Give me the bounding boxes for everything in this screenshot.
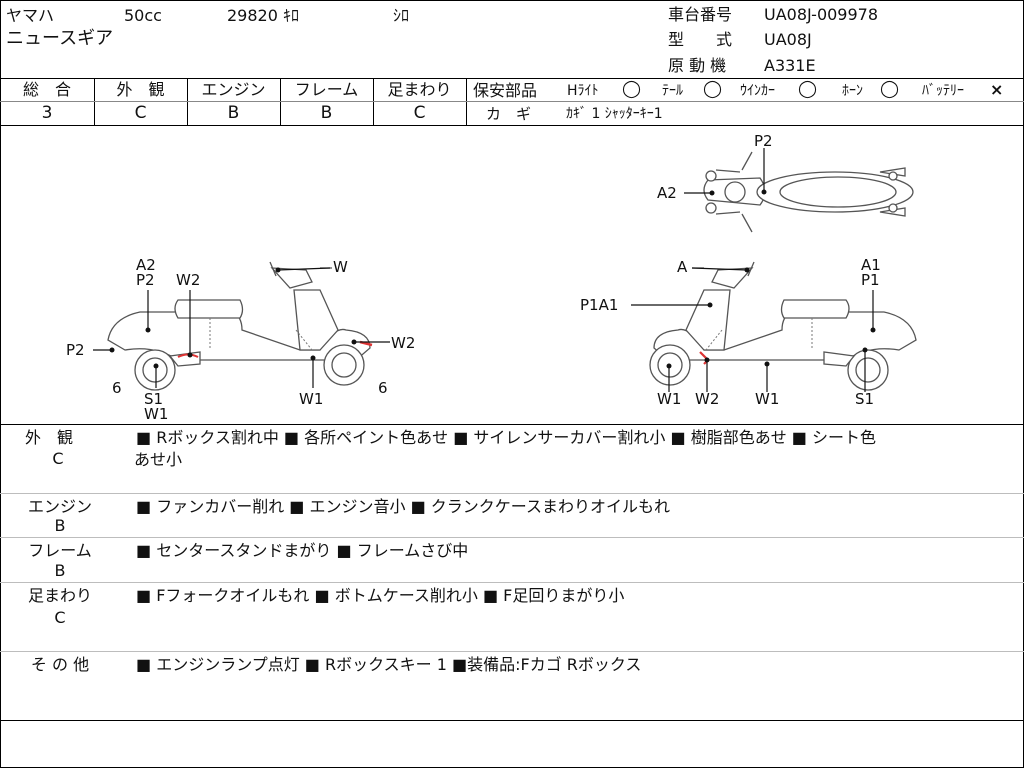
note-engine-grade: B [54,516,66,535]
label-right-w1a: W1 [657,390,681,408]
safety-winker-label: ｳｲﾝｶｰ [740,83,775,99]
safety-label: 保安部品 [473,81,538,100]
grade-total-label: 総 合 [22,80,71,99]
scooter-left-view [107,261,371,391]
engine-value: A331E [764,56,816,75]
divider [0,720,1024,721]
note-engine-category: エンジン [27,497,92,516]
note-exterior-grade: C [52,449,64,468]
displacement: 50cc [124,6,162,25]
label-left-w1b: W1 [299,390,323,408]
mileage: 29820 ｷﾛ [227,6,299,25]
grade-total-value: 3 [41,103,53,123]
label-left-w1a: W1 [144,405,168,423]
note-frame-category: フレーム [28,541,92,560]
note-engine-text: ■ ファンカバー削れ ■ エンジン音小 ■ クランクケースまわりオイルもれ [136,497,670,516]
label-left-w2b: W2 [391,334,415,352]
note-exterior-category: 外 観 [24,428,73,447]
grade-suspension-value: C [413,103,426,123]
key-value: ｶｷﾞ 1 ｼｬｯﾀｰｷｰ1 [566,106,663,122]
grade-frame-label: フレーム [294,80,359,99]
label-left-w: W [333,258,348,276]
type-value: UA08J [764,30,812,49]
type-label: 型 式 [668,30,733,49]
divider [0,651,1024,652]
divider [0,78,1024,79]
left-view-leaders [93,267,390,388]
divider [0,493,1024,494]
grade-exterior-label: 外 観 [116,80,165,99]
safety-horn-label: ﾎｰﾝ [842,83,863,99]
engine-label: 原 動 機 [668,56,727,75]
note-suspension-grade: C [54,608,66,627]
label-right-a: A [677,258,688,276]
maker: ヤマハ [6,6,55,25]
label-left-6a: 6 [112,379,122,397]
note-suspension-text: ■ Fフォークオイルもれ ■ ボトムケース削れ小 ■ F足回りまがり小 [136,586,625,605]
right-view-leaders [631,267,874,392]
note-exterior-text2: あせ小 [134,450,183,469]
scooter-top-view [703,151,914,233]
safety-taillight-mark: ◯ [703,79,723,99]
damage-diagram: P2 A2 A2 P2 W2 W P2 W2 6 S1 W1 W1 6 [66,132,917,423]
grade-engine-value: B [227,103,240,123]
divider [0,101,466,102]
note-exterior-text: ■ Rボックス割れ中 ■ 各所ペイント色あせ ■ サイレンサーカバー割れ小 ■ … [136,428,876,447]
label-right-p1a1: P1A1 [580,296,618,314]
safety-headlight-label: Hﾗｲﾄ [567,83,599,99]
label-top-p2: P2 [754,132,773,150]
safety-winker-mark: ◯ [798,79,818,99]
safety-battery-label: ﾊﾞｯﾃﾘｰ [922,83,964,99]
grade-engine-label: エンジン [201,80,266,99]
label-left-s1: S1 [144,390,163,408]
label-right-s1: S1 [855,390,874,408]
frame-no: UA08J-009978 [764,5,879,24]
note-frame-text: ■ センタースタンドまがり ■ フレームさび中 [136,541,469,560]
note-frame-grade: B [54,561,66,580]
label-left-w2a: W2 [176,271,200,289]
frame-no-label: 車台番号 [668,5,733,24]
scooter-right-view [649,261,917,391]
key-label: カ ギ [486,105,532,123]
label-right-w1b: W1 [755,390,779,408]
label-top-a2: A2 [657,184,677,202]
divider [0,537,1024,538]
label-right-w2: W2 [695,390,719,408]
label-left-p2a: P2 [136,271,155,289]
label-right-p1: P1 [861,271,880,289]
label-left-6b: 6 [378,379,388,397]
divider [466,101,1024,102]
grade-suspension-label: 足まわり [387,80,452,99]
color: ｼﾛ [393,6,410,25]
divider [0,582,1024,583]
note-suspension-category: 足まわり [27,586,92,605]
grade-exterior-value: C [134,103,147,123]
divider [0,424,1024,425]
safety-horn-mark: ◯ [880,79,900,99]
label-left-a2: A2 [136,256,156,274]
divider [0,125,1024,126]
label-right-a1: A1 [861,256,881,274]
note-other-category: そ の 他 [30,655,90,674]
grade-frame-value: B [320,103,333,123]
model-name: ニュースギア [6,28,114,49]
note-other-text: ■ エンジンランプ点灯 ■ Rボックスキー 1 ■装備品:Fカゴ Rボックス [136,655,642,674]
safety-battery-mark: × [990,80,1004,99]
safety-headlight-mark: ◯ [622,79,642,99]
label-left-p2b: P2 [66,341,85,359]
top-view-leaders [684,148,765,194]
safety-taillight-label: ﾃｰﾙ [662,83,683,99]
